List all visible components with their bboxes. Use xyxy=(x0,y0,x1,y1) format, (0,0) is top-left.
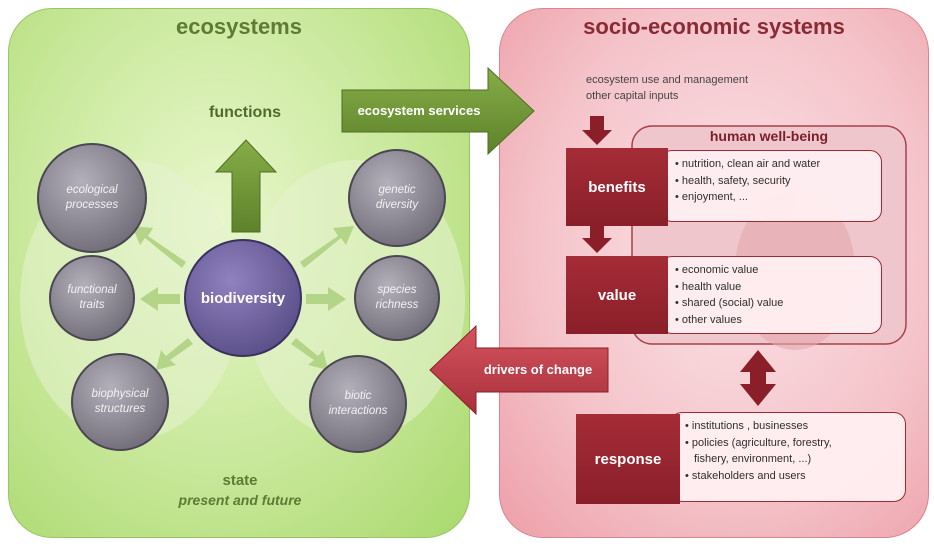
circle-biophysical-structures xyxy=(71,353,169,451)
benefits-list-box: nutrition, clean air and water health, s… xyxy=(660,150,882,222)
down-arrow-use-to-benefits xyxy=(582,116,612,145)
benefits-item: nutrition, clean air and water xyxy=(675,156,873,173)
response-item: policies (agriculture, forestry, xyxy=(685,435,897,452)
response-item: fishery, environment, ...) xyxy=(694,453,812,465)
circle-species-richness xyxy=(354,255,440,341)
value-item: other values xyxy=(675,312,873,329)
human-wellbeing-title: human well-being xyxy=(709,128,829,144)
socio-economic-title: socio-economic systems xyxy=(583,14,845,39)
value-item: shared (social) value xyxy=(675,295,873,312)
arrow-to-ecological-processes xyxy=(132,226,186,268)
arrow-to-functional-traits xyxy=(140,287,180,311)
arrow-to-biotic-interactions xyxy=(291,338,328,370)
ecosystem-services-arrow xyxy=(341,66,535,156)
value-item: health value xyxy=(675,279,873,296)
benefits-item: enjoyment, ... xyxy=(675,189,873,206)
circle-biotic-interactions xyxy=(309,355,407,453)
value-box: value xyxy=(566,256,668,334)
benefits-box: benefits xyxy=(566,148,668,226)
state-label: state xyxy=(222,472,258,489)
value-list-box: economic value health value shared (soci… xyxy=(660,256,882,334)
arrow-to-genetic-diversity xyxy=(300,226,354,268)
drivers-of-change-arrow xyxy=(429,324,609,416)
ecosystems-title: ecosystems xyxy=(176,14,302,39)
state-sub-label: present and future xyxy=(178,492,302,508)
arrow-to-species-richness xyxy=(306,287,346,311)
response-item: stakeholders and users xyxy=(685,468,897,485)
functions-label: functions xyxy=(209,104,281,121)
response-list-box: institutions , businesses policies (agri… xyxy=(670,412,906,502)
circle-ecological-processes xyxy=(37,143,147,253)
use-management-note: ecosystem use and management xyxy=(586,74,749,86)
ecosystem-services-label: ecosystem services xyxy=(357,103,481,118)
response-box: response xyxy=(576,414,680,504)
drivers-of-change-label: drivers of change xyxy=(483,362,593,377)
response-item: institutions , businesses xyxy=(685,418,897,435)
biodiversity-label: biodiversity xyxy=(200,290,286,307)
benefits-item: health, safety, security xyxy=(675,173,873,190)
circle-biodiversity xyxy=(184,239,302,357)
capital-inputs-note: other capital inputs xyxy=(586,90,679,102)
circle-functional-traits xyxy=(49,255,135,341)
arrow-to-biophysical-structures xyxy=(156,338,193,370)
circle-genetic-diversity xyxy=(348,149,446,247)
double-arrow-value-response xyxy=(740,350,776,406)
functions-up-arrow xyxy=(214,139,278,233)
down-arrow-benefits-to-value xyxy=(582,224,612,253)
value-item: economic value xyxy=(675,262,873,279)
